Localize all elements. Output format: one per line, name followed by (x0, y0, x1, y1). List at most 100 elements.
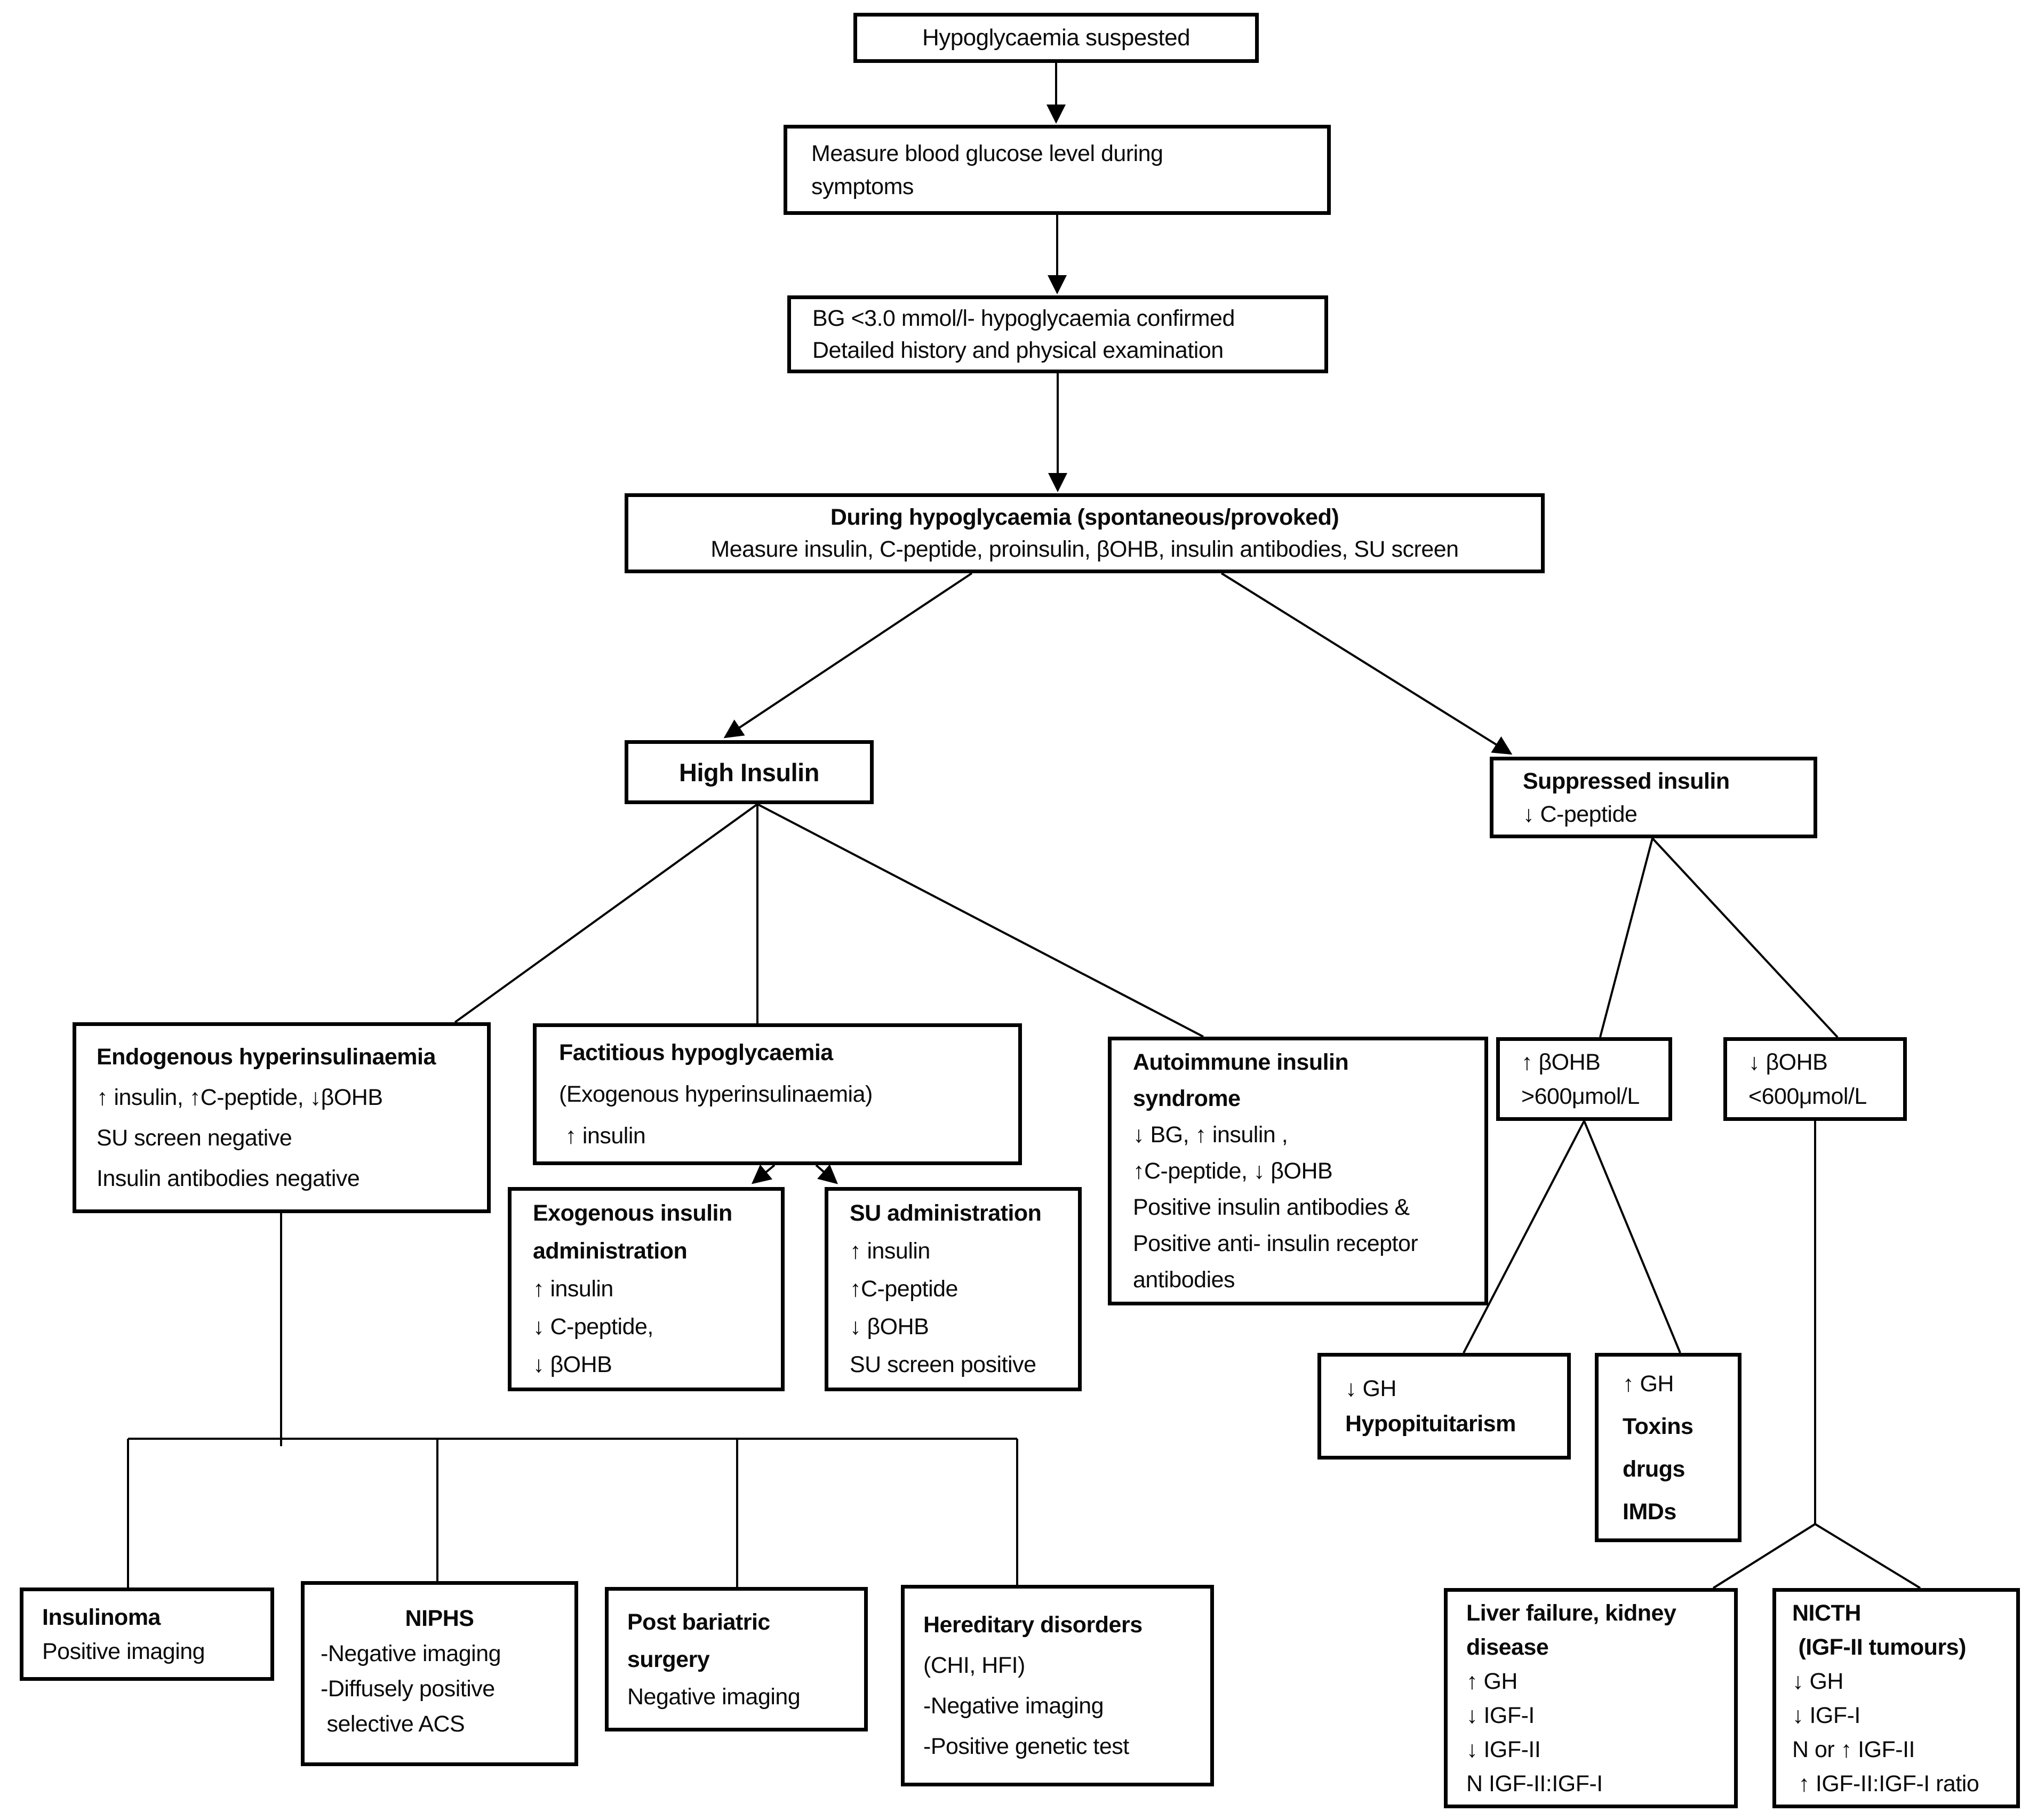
text-line: NICTH (1792, 1600, 1861, 1626)
node-hereditary-disorders: Hereditary disorders (CHI, HFI) -Negative … (901, 1585, 1214, 1786)
text-line: Positive insulin antibodies & (1133, 1194, 1410, 1220)
node-hypopituitarism: ↓ GH Hypopituitarism (1317, 1353, 1571, 1460)
text-line: Toxins (1623, 1413, 1693, 1439)
edge-split-to-nicth (1814, 1523, 1921, 1589)
text-line: surgery (627, 1646, 710, 1672)
edge-factitious-to-su-admin (815, 1164, 838, 1184)
text-line: Detailed history and physical examinatio… (812, 338, 1224, 363)
node-hypoglycaemia-suspected: Hypoglycaemia suspested (853, 13, 1259, 63)
edge-bohb-high-to-gh-high (1583, 1120, 1681, 1353)
text-line: ↓ IGF-I (1466, 1702, 1535, 1728)
text-line: Positive imaging (42, 1638, 205, 1664)
edge-split-to-liver (1712, 1523, 1816, 1589)
text-line: Hypoglycaemia suspested (922, 25, 1191, 51)
text-line: NIPHS (405, 1606, 474, 1631)
text-line: Negative imaging (627, 1683, 801, 1710)
node-su-administration: SU administration ↑ insulin ↑C-peptide ↓ βO… (825, 1187, 1082, 1391)
text-line: During hypoglycaemia (spontaneous/provok… (830, 504, 1339, 530)
text-line: BG <3.0 mmol/l- hypoglycaemia confirmed (812, 306, 1235, 331)
edge-suppressed-to-bohb-low (1651, 837, 1839, 1038)
text-line: selective ACS (321, 1711, 465, 1737)
text-line: High Insulin (679, 758, 819, 787)
text-line: N IGF-II:IGF-I (1466, 1770, 1603, 1797)
text-line: ↑ insulin (850, 1238, 930, 1264)
edge-during-to-suppressed (1220, 572, 1513, 755)
text-line: Measure insulin, C-peptide, proinsulin, … (710, 536, 1459, 562)
text-line: -Negative imaging (321, 1641, 501, 1666)
text-line: ↑C-peptide (850, 1276, 958, 1302)
text-line: Liver failure, kidney (1466, 1600, 1676, 1626)
text-line: Insulinoma (42, 1604, 161, 1630)
text-line: SU screen negative (97, 1125, 292, 1151)
text-line: Post bariatric (627, 1609, 770, 1635)
node-bohb-high: ↑ βOHB >600μmol/L (1496, 1037, 1672, 1121)
text-line: IMDs (1623, 1498, 1676, 1525)
text-line: disease (1466, 1634, 1549, 1660)
text-line: Positive anti- insulin receptor (1133, 1231, 1418, 1256)
text-line: SU screen positive (850, 1352, 1036, 1377)
text-line: drugs (1623, 1456, 1685, 1482)
edge-high-to-autoimmune (757, 803, 1204, 1038)
text-line: (Exogenous hyperinsulinaemia) (559, 1081, 873, 1107)
text-line: ↓ IGF-II (1466, 1736, 1541, 1762)
text-line: -Negative imaging (923, 1693, 1104, 1719)
text-line: antibodies (1133, 1267, 1235, 1293)
text-line: -Positive genetic test (923, 1734, 1129, 1759)
node-liver-kidney-disease: Liver failure, kidney disease ↑ GH ↓ IGF-I ↓… (1444, 1588, 1738, 1808)
text-line: Hereditary disorders (923, 1612, 1143, 1638)
text-line: ↑C-peptide, ↓ βOHB (1133, 1158, 1333, 1184)
text-line: >600μmol/L (1521, 1083, 1640, 1109)
edge-bohb-high-to-gh-low (1463, 1120, 1585, 1353)
edge-high-to-endogenous (454, 803, 758, 1023)
text-line: ↑ GH (1623, 1370, 1674, 1397)
text-line: (IGF-II tumours) (1792, 1634, 1966, 1660)
text-line: <600μmol/L (1748, 1083, 1867, 1109)
edge-during-to-high-insulin (723, 572, 973, 739)
text-line: ↑ GH (1466, 1668, 1517, 1694)
text-line: -Diffusely positive (321, 1676, 495, 1702)
text-line: ↓ GH (1792, 1668, 1843, 1694)
text-line: SU administration (850, 1200, 1042, 1226)
node-bohb-low: ↓ βOHB <600μmol/L (1723, 1037, 1907, 1121)
text-line: Factitious hypoglycaemia (559, 1040, 833, 1065)
text-line: ↓ βOHB (1748, 1049, 1828, 1075)
text-line: ↓ C-peptide, (533, 1314, 653, 1340)
text-line: ↑ IGF-II:IGF-I ratio (1792, 1770, 1979, 1797)
node-suppressed-insulin: Suppressed insulin ↓ C-peptide (1490, 757, 1817, 838)
text-line: ↑ insulin (533, 1276, 613, 1302)
text-line: Suppressed insulin (1523, 768, 1730, 794)
text-line: ↓ βOHB (533, 1352, 612, 1377)
text-line: ↑ insulin, ↑C-peptide, ↓βOHB (97, 1085, 383, 1110)
text-line: N or ↑ IGF-II (1792, 1736, 1915, 1762)
text-line: Autoimmune insulin (1133, 1049, 1349, 1075)
node-high-insulin: High Insulin (625, 740, 874, 804)
edge-factitious-to-exogenous (751, 1164, 776, 1184)
text-line: symptoms (811, 173, 914, 199)
text-line: Hypopituitarism (1345, 1411, 1516, 1437)
text-line: syndrome (1133, 1086, 1241, 1111)
node-nicth: NICTH (IGF-II tumours) ↓ GH ↓ IGF-I N or ↑ … (1772, 1588, 2020, 1808)
text-line: ↑ insulin (559, 1123, 646, 1149)
text-line: ↑ βOHB (1521, 1049, 1601, 1075)
node-during-hypoglycaemia-tests: During hypoglycaemia (spontaneous/provok… (625, 493, 1545, 573)
node-factitious-hypoglycaemia: Factitious hypoglycaemia (Exogenous hyper… (533, 1023, 1022, 1165)
text-line: Endogenous hyperinsulinaemia (97, 1044, 436, 1070)
text-line: ↓ βOHB (850, 1314, 929, 1340)
node-niphs: NIPHS -Negative imaging -Diffusely positiv… (301, 1581, 578, 1766)
text-line: Insulin antibodies negative (97, 1166, 360, 1191)
edge-suppressed-to-bohb-high (1599, 838, 1653, 1038)
text-line: administration (533, 1238, 688, 1264)
text-line: ↓ BG, ↑ insulin , (1133, 1122, 1288, 1148)
text-line: ↓ GH (1345, 1376, 1396, 1401)
text-line: ↓ C-peptide (1523, 801, 1637, 827)
text-line: ↓ IGF-I (1792, 1702, 1860, 1728)
node-endogenous-hyperinsulinaemia: Endogenous hyperinsulinaemia ↑ insulin, ↑… (73, 1022, 491, 1213)
text-line: (CHI, HFI) (923, 1653, 1025, 1678)
